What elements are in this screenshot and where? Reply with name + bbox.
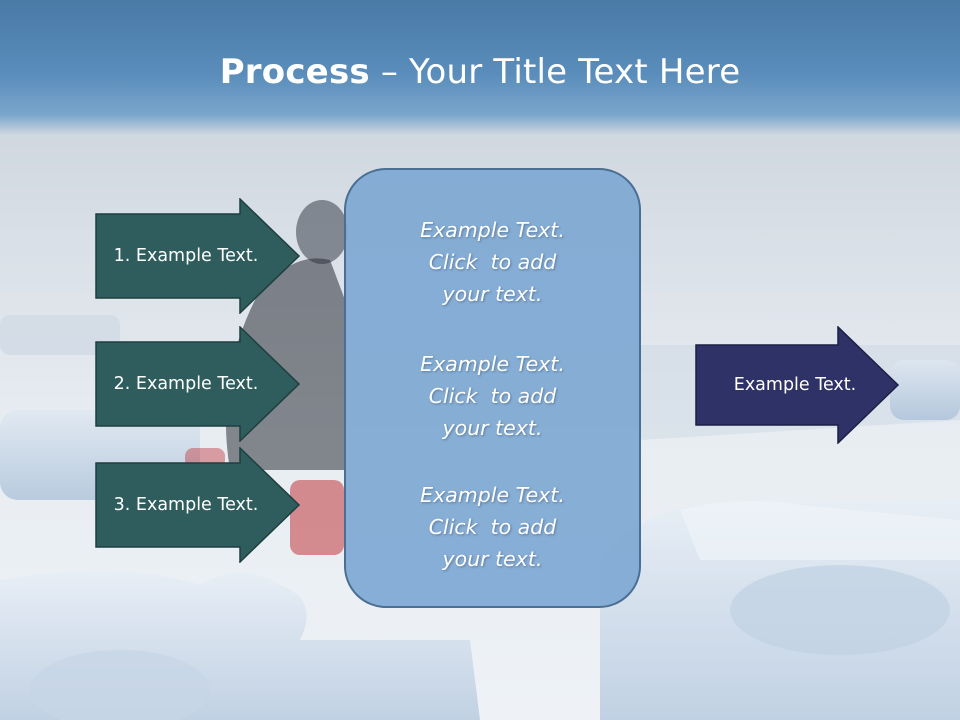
center-text-line: Click to add xyxy=(428,250,557,274)
step-arrow-2[interactable]: 2. Example Text. xyxy=(95,326,300,442)
slide-title[interactable]: Process – Your Title Text Here xyxy=(0,52,960,92)
center-text-line: your text. xyxy=(442,416,543,440)
center-text-line: your text. xyxy=(442,282,543,306)
step-label: 1. Example Text. xyxy=(113,246,259,266)
arrow-shape-icon xyxy=(695,325,900,445)
center-text-line: Click to add xyxy=(428,515,557,539)
center-text-line: Example Text. xyxy=(420,483,565,507)
result-arrow[interactable]: Example Text. xyxy=(695,325,900,445)
title-bold-word: Process xyxy=(219,52,370,92)
title-rest: – Your Title Text Here xyxy=(369,52,741,92)
center-text-item-2[interactable]: Example Text. Click to add your text. xyxy=(346,348,639,444)
center-text-item-1[interactable]: Example Text. Click to add your text. xyxy=(346,214,639,310)
step-arrow-3[interactable]: 3. Example Text. xyxy=(95,447,300,563)
arrow-shape-icon xyxy=(95,447,300,563)
center-text-item-3[interactable]: Example Text. Click to add your text. xyxy=(346,479,639,575)
arrow-shape-icon xyxy=(95,326,300,442)
center-text-line: Example Text. xyxy=(420,218,565,242)
arrow-shape-icon xyxy=(95,198,300,314)
step-arrow-1[interactable]: 1. Example Text. xyxy=(95,198,300,314)
title-bar xyxy=(0,0,960,135)
center-text-line: Click to add xyxy=(428,384,557,408)
center-text-box[interactable]: Example Text. Click to add your text. Ex… xyxy=(344,168,641,608)
step-label: 2. Example Text. xyxy=(113,374,259,394)
center-text-line: your text. xyxy=(442,547,543,571)
center-text-line: Example Text. xyxy=(420,352,565,376)
result-label: Example Text. xyxy=(733,375,857,395)
step-label: 3. Example Text. xyxy=(113,495,259,515)
